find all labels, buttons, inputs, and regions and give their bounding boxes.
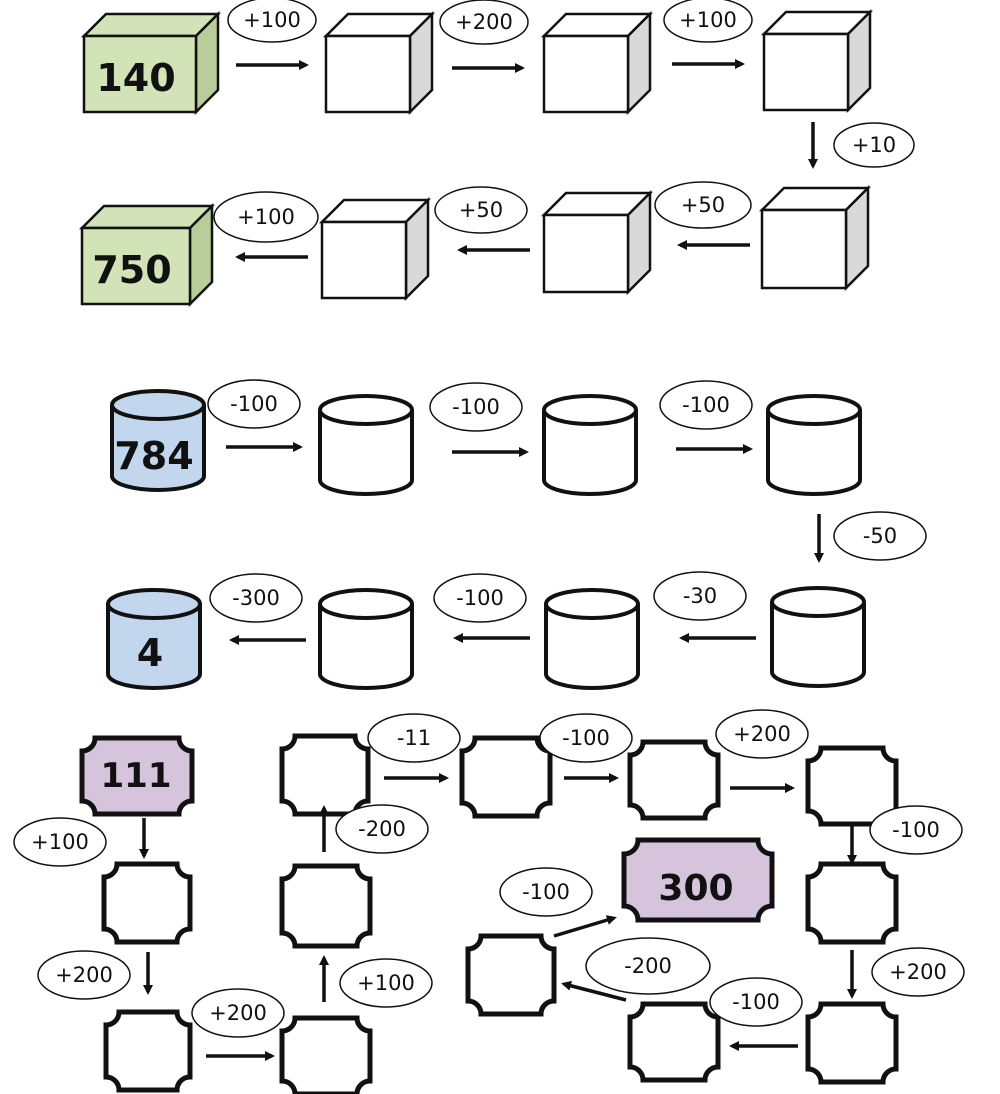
- cube-blank-2: [540, 10, 654, 116]
- frame-op-10: +200: [871, 947, 965, 997]
- cylinder-op-2: -100: [429, 382, 523, 432]
- frame-end: [621, 837, 775, 923]
- svg-text:+200: +200: [455, 10, 513, 34]
- svg-text:-30: -30: [683, 584, 717, 608]
- frame-blank-4: [279, 863, 373, 949]
- cylinder-op-1: -100: [207, 379, 301, 429]
- svg-text:-200: -200: [358, 817, 406, 841]
- frame-chain: 111 300 +100 +200 +200 +100: [13, 709, 965, 1094]
- svg-text:+200: +200: [889, 960, 947, 984]
- frame-op-2: +200: [37, 950, 131, 1000]
- svg-text:-100: -100: [230, 392, 278, 416]
- cube-op-1: +100: [227, 0, 317, 43]
- svg-text:-50: -50: [863, 524, 897, 548]
- cylinder-start-value: 784: [114, 434, 193, 478]
- frame-op-5: -200: [335, 804, 429, 854]
- frame-op-11: -100: [709, 977, 803, 1027]
- cube-op-5: +50: [654, 181, 752, 229]
- frame-op-6: -11: [367, 713, 461, 763]
- frame-blank-10: [805, 1001, 899, 1085]
- svg-text:-300: -300: [232, 586, 280, 610]
- cylinder-blank-4: [770, 586, 866, 688]
- svg-text:+50: +50: [459, 198, 503, 222]
- frame-blank-5: [279, 733, 371, 817]
- frame-blank-11: [627, 1001, 721, 1083]
- cube-op-3: +100: [663, 0, 753, 43]
- svg-text:+10: +10: [852, 133, 896, 157]
- cylinder-blank-6: [318, 588, 414, 690]
- cylinder-op-3: -100: [659, 380, 753, 430]
- svg-text:-200: -200: [624, 954, 672, 978]
- frame-blank-7: [627, 739, 721, 821]
- frame-op-3: +200: [191, 988, 285, 1038]
- svg-text:-100: -100: [732, 990, 780, 1014]
- cube-end: 750: [78, 202, 216, 308]
- cube-end-value: 750: [92, 248, 171, 292]
- cylinder-op-6: -100: [433, 573, 527, 623]
- cube-op-2: +200: [439, 0, 529, 45]
- cube-blank-3: [760, 8, 874, 114]
- svg-text:+200: +200: [209, 1001, 267, 1025]
- cylinder-op-4: -50: [833, 511, 927, 561]
- cube-chain: 140: [78, 0, 915, 308]
- frame-op-9: -100: [869, 805, 963, 855]
- frame-op-7: -100: [539, 713, 633, 763]
- cube-start: 140: [80, 10, 222, 116]
- cylinder-end: 4: [106, 588, 202, 690]
- cylinder-op-5: -30: [653, 571, 747, 621]
- frame-blank-3: [279, 1015, 373, 1094]
- cube-op-7: +100: [213, 191, 319, 243]
- cylinder-start: 784: [110, 389, 206, 492]
- svg-text:-11: -11: [397, 726, 431, 750]
- cube-op-4: +10: [833, 122, 915, 168]
- svg-text:-100: -100: [456, 586, 504, 610]
- cylinder-op-7: -300: [209, 573, 303, 623]
- cylinder-blank-2: [542, 394, 638, 496]
- svg-text:-100: -100: [892, 818, 940, 842]
- cylinder-blank-3: [766, 394, 862, 496]
- frame-blank-9: [805, 861, 899, 945]
- frame-arrow-13: [553, 915, 617, 938]
- frame-arrow-12: [561, 980, 627, 1002]
- svg-text:+200: +200: [55, 963, 113, 987]
- frame-op-12: -200: [585, 937, 711, 995]
- cube-op-6: +50: [434, 186, 528, 234]
- frame-blank-12: [465, 933, 557, 1017]
- frame-blank-2: [103, 1009, 193, 1093]
- frame-op-1: +100: [13, 817, 107, 867]
- svg-text:+100: +100: [243, 8, 301, 32]
- cylinder-blank-5: [544, 588, 640, 690]
- cylinder-end-value: 4: [137, 631, 163, 675]
- frame-op-8: +200: [715, 709, 809, 759]
- svg-text:+100: +100: [357, 971, 415, 995]
- cube-blank-6: [318, 196, 432, 302]
- cube-blank-5: [540, 189, 654, 296]
- frame-start-value: 111: [101, 756, 172, 796]
- cylinder-chain: 784 4: [106, 379, 927, 690]
- svg-text:+50: +50: [681, 193, 725, 217]
- svg-text:-100: -100: [452, 395, 500, 419]
- frame-op-4: +100: [339, 958, 433, 1008]
- cube-blank-4: [758, 184, 872, 292]
- cylinder-blank-1: [318, 394, 414, 496]
- svg-text:-100: -100: [682, 393, 730, 417]
- svg-text:+100: +100: [31, 830, 89, 854]
- svg-text:-100: -100: [562, 726, 610, 750]
- svg-text:+100: +100: [237, 205, 295, 229]
- frame-op-13: -100: [499, 867, 593, 917]
- frame-blank-6: [459, 735, 553, 819]
- svg-text:+100: +100: [679, 8, 737, 32]
- svg-text:+200: +200: [733, 722, 791, 746]
- cube-blank-1: [322, 10, 436, 116]
- frame-blank-1: [101, 861, 193, 945]
- frame-end-value: 300: [658, 868, 733, 909]
- frame-start: [79, 735, 195, 817]
- svg-text:-100: -100: [522, 880, 570, 904]
- cube-start-value: 140: [96, 56, 175, 100]
